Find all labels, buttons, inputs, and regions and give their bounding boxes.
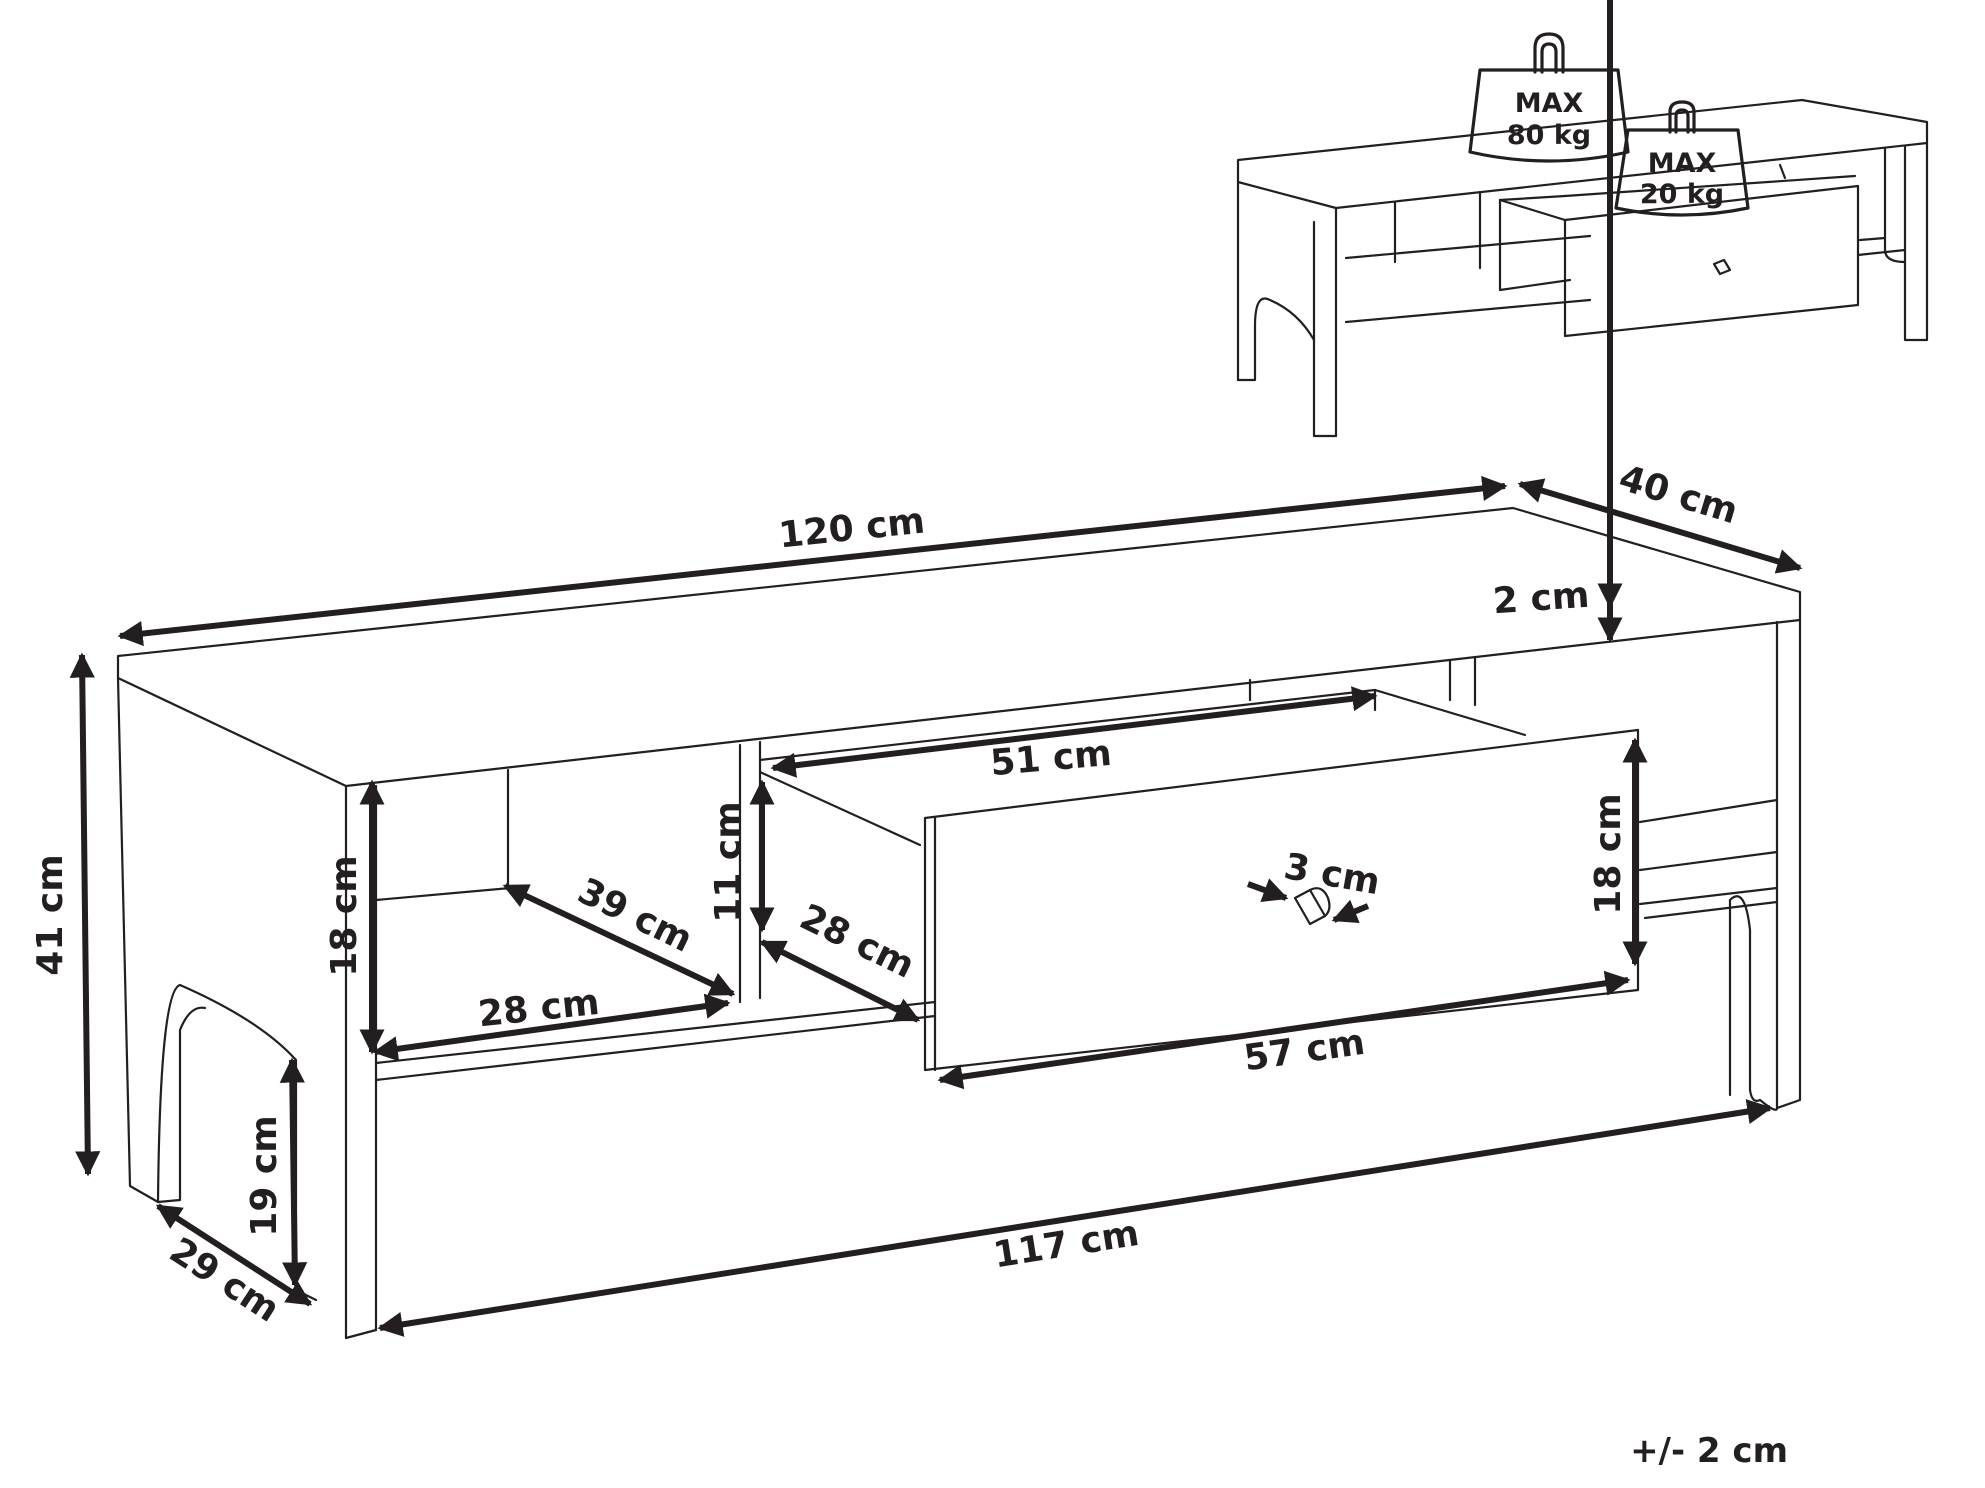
knob-icon [1712, 258, 1732, 276]
dim-arrow-57 [937, 970, 1631, 1090]
label-leg-height: 19 cm [244, 1115, 285, 1236]
dimension-labels: 120 cm 40 cm 2 cm 41 cm 18 cm 39 cm 28 c… [30, 458, 1788, 1471]
dim-arrow-51 [770, 686, 1378, 778]
drawer-weight-max: MAX [1648, 148, 1717, 179]
weight-bag-80kg-icon: MAX 80 kg [1468, 32, 1630, 163]
dim-arrow-3-left [1246, 878, 1289, 902]
label-bottom-width: 117 cm [991, 1213, 1142, 1276]
dim-arrow-28-drawer [759, 939, 921, 1023]
label-drawer-inner-depth: 28 cm [793, 897, 920, 987]
small-stand-view: MAX 80 kg MAX 20 kg [1236, 32, 1929, 438]
dim-arrow-40 [1517, 478, 1803, 574]
knob-icon [1293, 887, 1331, 926]
label-knob-size: 3 cm [1281, 846, 1383, 903]
dim-arrow-29 [155, 1203, 313, 1307]
label-top-thickness: 2 cm [1492, 575, 1591, 623]
label-left-shelf-height: 18 cm [324, 855, 365, 976]
dim-arrow-28-left [372, 993, 731, 1062]
top-weight-value: 80 kg [1507, 120, 1591, 151]
label-drawer-front-height: 18 cm [1588, 793, 1629, 914]
dim-arrow-120 [117, 475, 1508, 647]
dim-arrow-117 [377, 1099, 1773, 1337]
dim-arrow-41 [69, 652, 101, 1177]
weight-bag-20kg-icon: MAX 20 kg [1614, 100, 1750, 217]
dim-arrow-3-right [1331, 899, 1370, 924]
label-overall-height: 41 cm [30, 854, 71, 975]
top-weight-max: MAX [1515, 88, 1584, 119]
label-tolerance: +/- 2 cm [1630, 1431, 1788, 1471]
drawer-weight-value: 20 kg [1640, 179, 1724, 210]
dim-arrow-39 [502, 883, 736, 997]
dimension-lines [69, 0, 1803, 1337]
label-drawer-inner-height: 11 cm [708, 801, 749, 922]
dim-arrow-19 [279, 1057, 308, 1288]
label-left-shelf-width: 28 cm [476, 982, 601, 1035]
